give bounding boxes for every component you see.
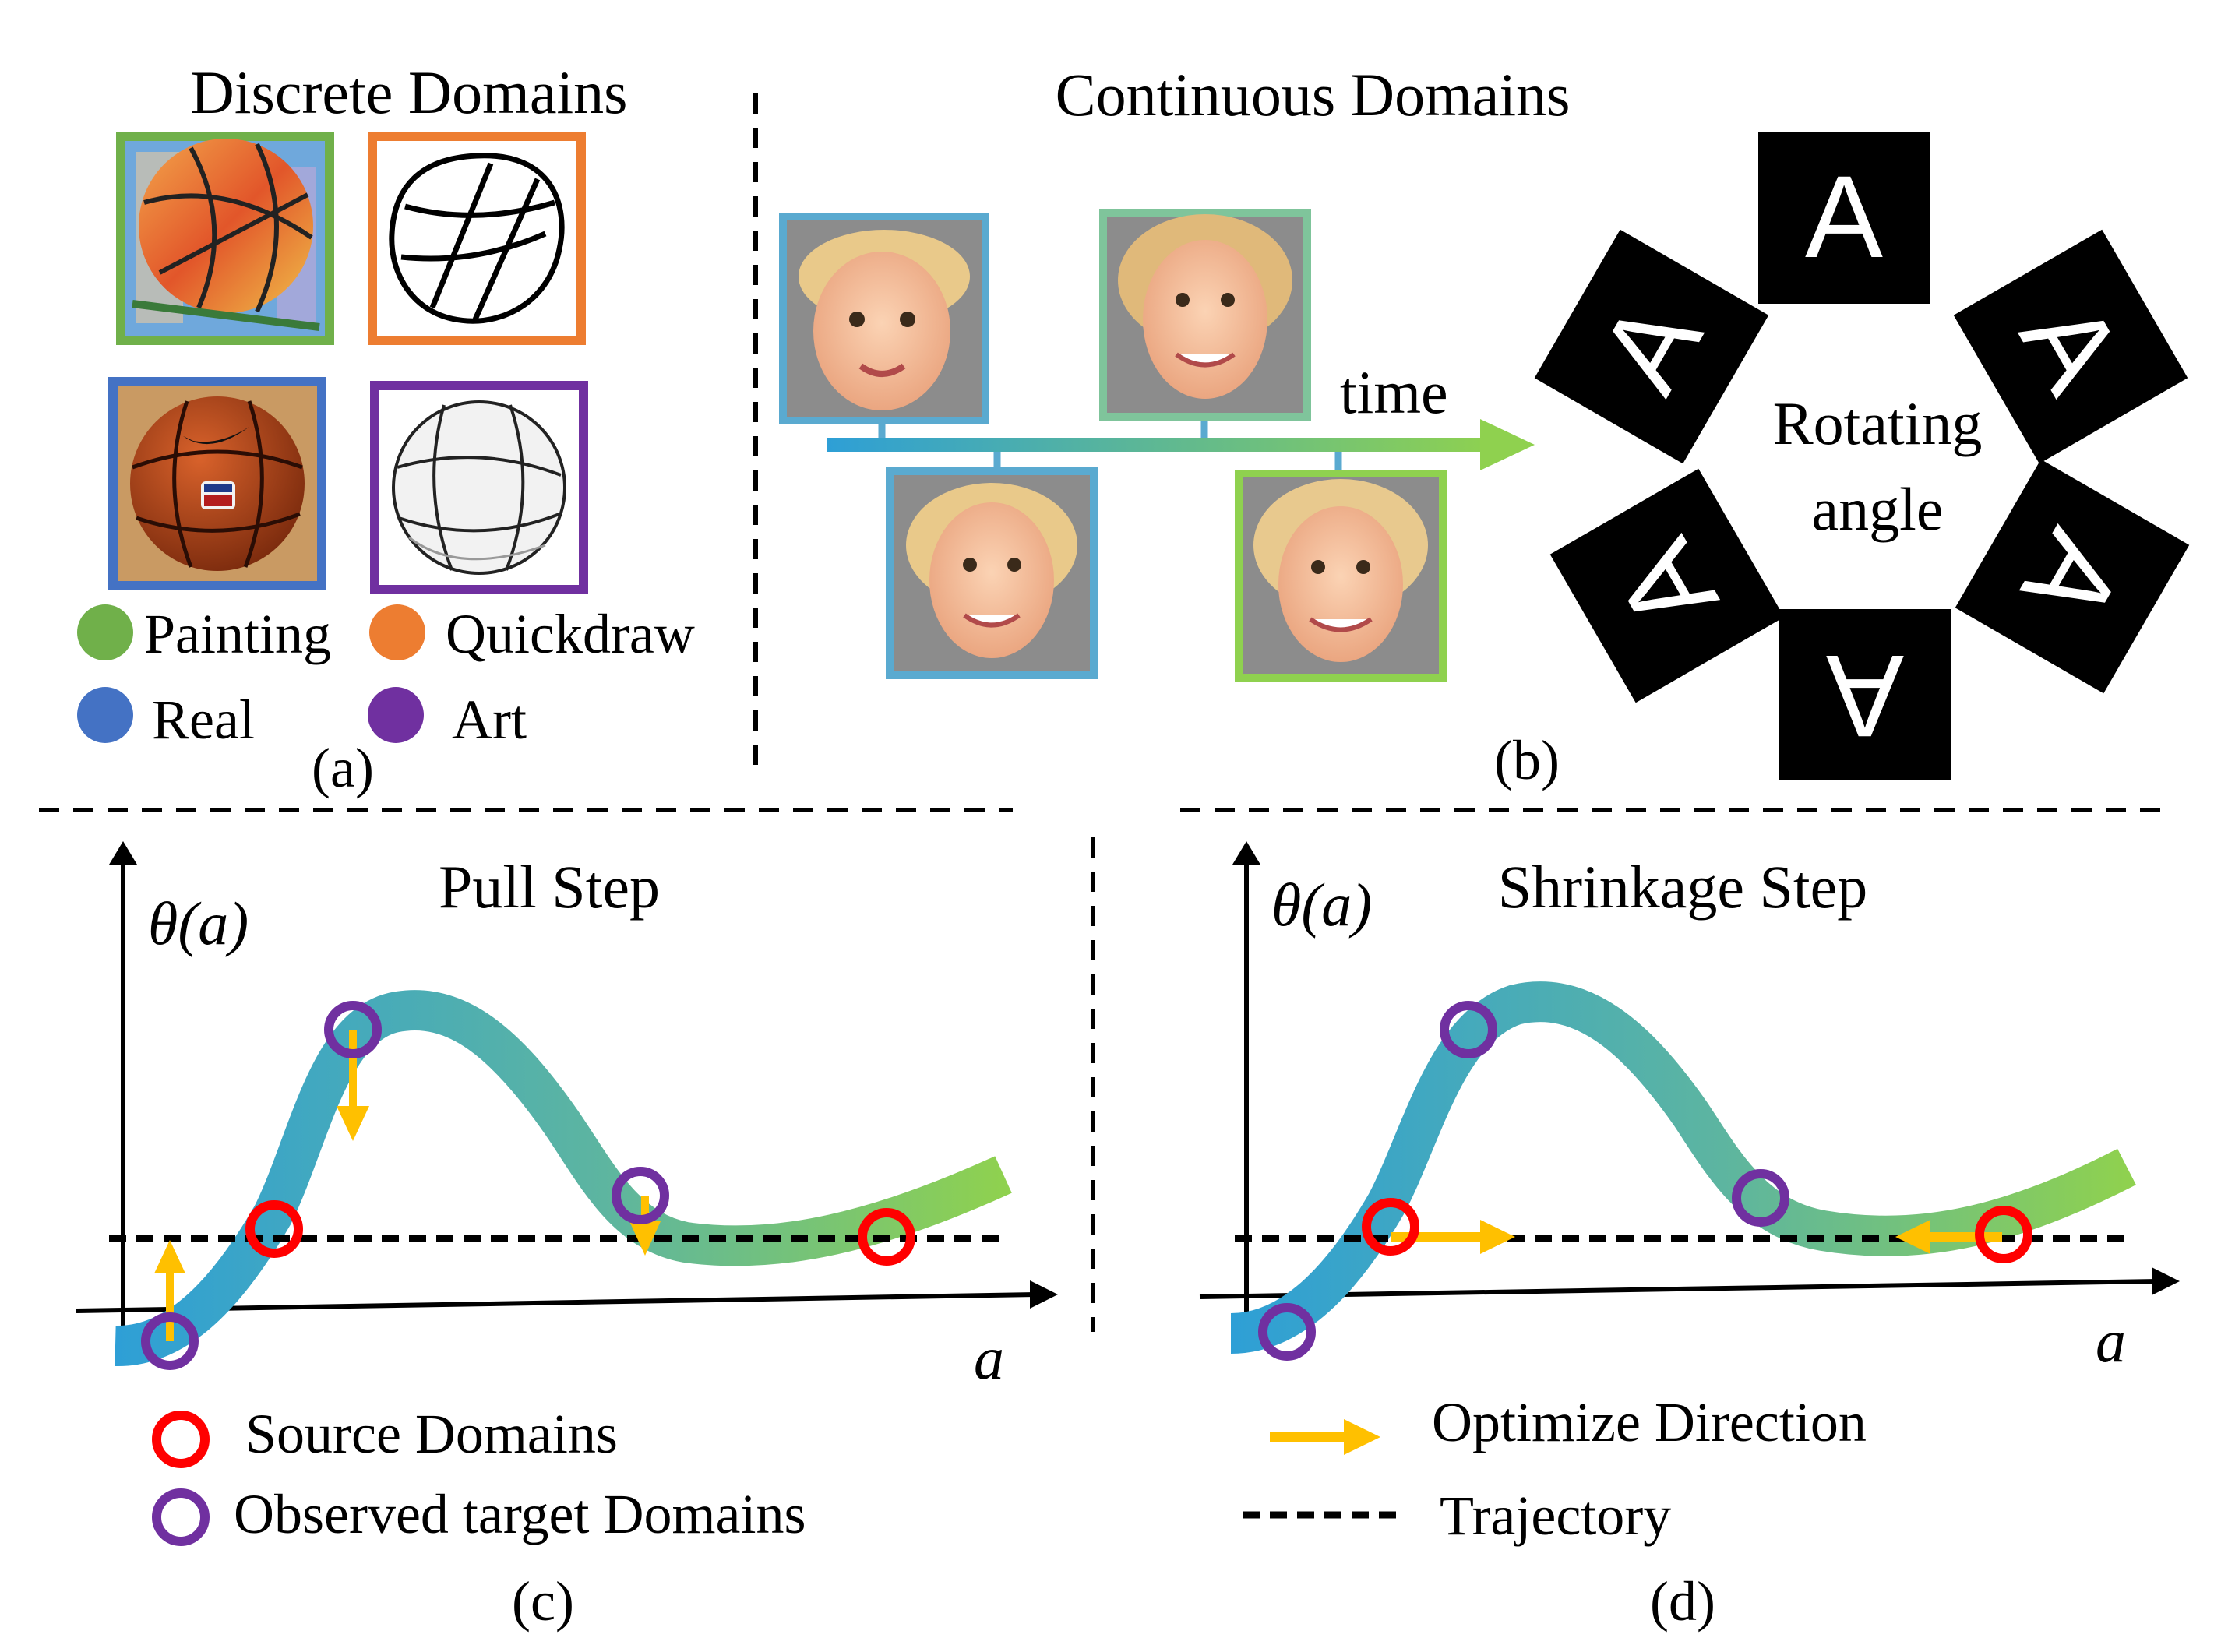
svg-text:A: A bbox=[1805, 151, 1883, 282]
quickdraw-legend-dot bbox=[369, 604, 425, 660]
panel-d-caption: (d) bbox=[1650, 1570, 1715, 1633]
panel-a-title: Discrete Domains bbox=[190, 58, 627, 126]
quickdraw-ball-image bbox=[368, 132, 586, 345]
time-label: time bbox=[1340, 358, 1448, 426]
panel-c-target-marker-1 bbox=[141, 1312, 199, 1370]
panel-a-caption: (a) bbox=[312, 737, 374, 799]
panel-a: Discrete Domains bbox=[77, 58, 695, 799]
panel-c-target-marker-3 bbox=[612, 1167, 669, 1224]
rotated-letter-0: A bbox=[1758, 132, 1930, 304]
rotating-angle-label-line2: angle bbox=[1812, 475, 1944, 543]
rotated-letter-240: A bbox=[1549, 468, 1785, 703]
panel-c-title: Pull Step bbox=[439, 853, 660, 921]
panel-c-caption: (c) bbox=[512, 1570, 574, 1633]
real-legend-label: Real bbox=[152, 689, 255, 751]
target-domains-legend-marker bbox=[152, 1488, 210, 1546]
panel-c-x-axis-arrowhead bbox=[1030, 1280, 1058, 1309]
painting-legend-label: Painting bbox=[144, 603, 331, 665]
rotated-letter-60: A bbox=[1953, 229, 2188, 464]
panel-d-source-marker-1 bbox=[1362, 1198, 1419, 1256]
time-arrow-head bbox=[1480, 419, 1535, 470]
panel-c-y-label: θ(a) bbox=[148, 889, 249, 957]
source-domains-legend-marker bbox=[152, 1411, 210, 1468]
panel-c: θ(a) a Pull Step Source Domains Observed… bbox=[76, 841, 1058, 1633]
panel-c-target-marker-2 bbox=[324, 1001, 382, 1058]
panel-d-target-marker-2 bbox=[1440, 1001, 1497, 1058]
real-legend-dot bbox=[77, 687, 133, 743]
face-photo-teen bbox=[886, 467, 1098, 679]
panel-d-x-label: a bbox=[2096, 1307, 2126, 1375]
art-legend-label: Art bbox=[452, 689, 527, 751]
panel-d-y-axis-arrowhead bbox=[1232, 841, 1260, 865]
panel-b-caption: (b) bbox=[1494, 729, 1560, 791]
panel-d-title: Shrinkage Step bbox=[1498, 853, 1867, 921]
face-photo-young-adult bbox=[1099, 209, 1311, 421]
panel-b-title: Continuous Domains bbox=[1056, 61, 1571, 129]
rotating-angle-label-line1: Rotating bbox=[1773, 389, 1983, 457]
time-arrow-shaft bbox=[827, 438, 1496, 452]
panel-c-source-marker-1 bbox=[245, 1200, 303, 1258]
panel-d-y-label: θ(a) bbox=[1271, 871, 1372, 939]
quickdraw-legend-label: Quickdraw bbox=[446, 603, 695, 665]
panel-d-source-marker-2 bbox=[1975, 1206, 2032, 1263]
optimize-direction-legend-label: Optimize Direction bbox=[1432, 1391, 1867, 1453]
svg-text:A: A bbox=[1826, 631, 1904, 762]
panel-d: θ(a) a Shrinkage Step Optimize Direction… bbox=[1199, 841, 2180, 1633]
rotated-letter-300: A bbox=[1534, 229, 1769, 464]
art-ball-image bbox=[370, 381, 588, 594]
panel-c-x-label: a bbox=[974, 1324, 1004, 1392]
panel-c-y-axis-arrowhead bbox=[109, 841, 137, 865]
panel-b: Continuous Domains time bbox=[779, 61, 2190, 791]
painting-legend-dot bbox=[77, 604, 133, 660]
panel-d-target-marker-1 bbox=[1258, 1303, 1316, 1361]
target-domains-legend-label: Observed target Domains bbox=[234, 1483, 806, 1545]
source-domains-legend-label: Source Domains bbox=[245, 1403, 618, 1465]
face-photo-adult bbox=[1235, 470, 1447, 682]
panel-d-target-marker-3 bbox=[1732, 1169, 1789, 1227]
separators bbox=[39, 93, 2166, 1332]
face-photo-child bbox=[779, 213, 989, 424]
painting-ball-image bbox=[116, 132, 334, 345]
trajectory-legend-label: Trajectory bbox=[1440, 1485, 1671, 1547]
panel-c-source-marker-2 bbox=[858, 1208, 915, 1266]
rotated-letter-120: A bbox=[1955, 459, 2190, 694]
rotated-letter-180: A bbox=[1779, 609, 1951, 780]
real-ball-image bbox=[108, 377, 326, 590]
art-legend-dot bbox=[368, 687, 424, 743]
panel-d-x-axis-arrowhead bbox=[2152, 1267, 2180, 1295]
